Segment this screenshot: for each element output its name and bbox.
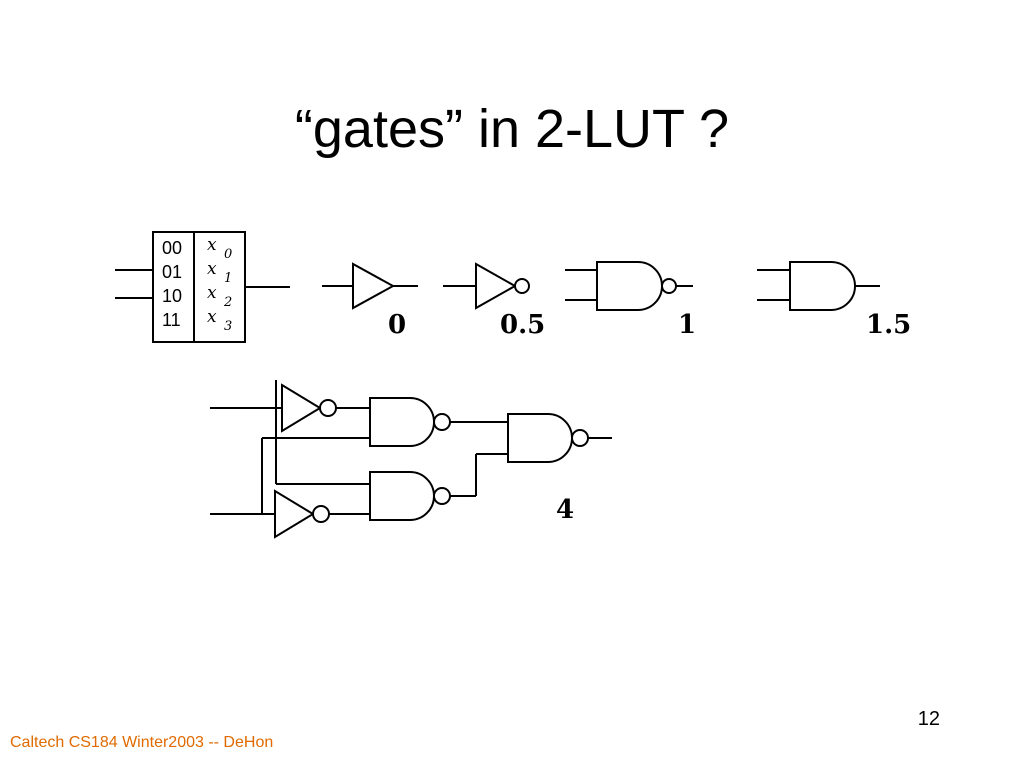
and-cost: 1.5 xyxy=(866,310,911,340)
buffer-cost: 0 xyxy=(388,310,406,340)
nand-gate xyxy=(565,261,693,311)
inverter-gate xyxy=(443,262,530,310)
lut-output-sub-1: 1 xyxy=(224,271,232,286)
lut-output-var-1: x xyxy=(207,259,217,279)
lut-block: 00 01 10 11 x 0 x 1 x 2 x 3 xyxy=(115,231,290,343)
xor-nand-circuit xyxy=(210,380,612,539)
buffer-gate xyxy=(322,262,418,310)
lut-output-sub-3: 3 xyxy=(224,319,232,334)
xor-nand-3 xyxy=(507,413,573,463)
slide-footer: Caltech CS184 Winter2003 -- DeHon xyxy=(10,734,274,751)
xor-nand-2 xyxy=(369,471,435,521)
lut-output-sub-2: 2 xyxy=(223,295,232,310)
lut-output-sub-0: 0 xyxy=(224,247,232,262)
xor-circuit-cost: 4 xyxy=(556,495,574,525)
inverter-cost: 0.5 xyxy=(500,310,545,340)
xor-nand-1 xyxy=(369,397,435,447)
slide-title: “gates” in 2-LUT ? xyxy=(294,99,730,159)
xor-inverter-a xyxy=(281,383,322,433)
lut-address-3: 11 xyxy=(162,310,181,330)
lut-output-var-2: x xyxy=(207,283,217,303)
slide-number: 12 xyxy=(917,708,940,730)
lut-address-0: 00 xyxy=(162,238,182,258)
xor-inverter-b xyxy=(274,489,315,539)
lut-output-var-0: x xyxy=(207,235,217,255)
lut-address-1: 01 xyxy=(162,262,182,282)
lut-address-2: 10 xyxy=(162,286,182,306)
nand-cost: 1 xyxy=(678,310,696,340)
lut-output-var-3: x xyxy=(207,307,217,327)
and-gate xyxy=(757,261,880,311)
